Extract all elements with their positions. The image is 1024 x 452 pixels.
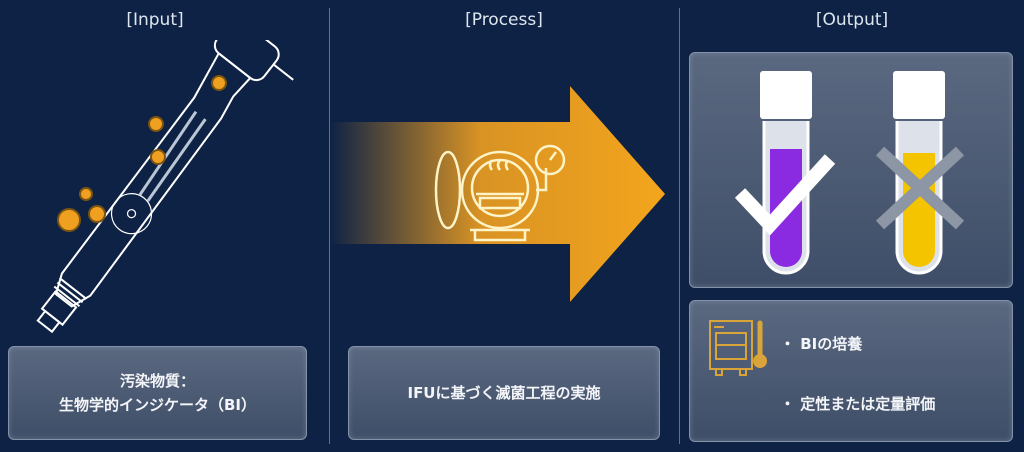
bullet-evaluation: ・ 定性または定量評価 — [780, 395, 936, 413]
incubator-icon — [709, 320, 767, 376]
output-results-box — [689, 52, 1013, 288]
divider-left — [329, 8, 330, 444]
input-box: 汚染物質： 生物学的インジケータ（BI） — [8, 346, 307, 440]
output-evaluation-box: ・ BIの培養 ・ 定性または定量評価 — [689, 300, 1013, 442]
input-header: [Input] — [126, 10, 184, 30]
failed-tube — [875, 71, 965, 275]
bi-result-tubes — [734, 71, 965, 275]
autoclave-icon — [434, 144, 566, 242]
process-header: [Process] — [465, 10, 543, 30]
bullet-bi-culture: ・ BIの培養 — [780, 335, 863, 353]
divider-right — [679, 8, 680, 444]
process-box: IFUに基づく滅菌工程の実施 — [348, 346, 660, 440]
input-label-line2: 生物学的インジケータ（BI） — [58, 396, 256, 414]
dental-handpiece-icon — [36, 40, 294, 334]
passed-tube — [734, 71, 836, 275]
output-header: [Output] — [815, 10, 889, 30]
input-label-line1: 汚染物質： — [119, 372, 195, 390]
process-label: IFUに基づく滅菌工程の実施 — [407, 384, 601, 402]
